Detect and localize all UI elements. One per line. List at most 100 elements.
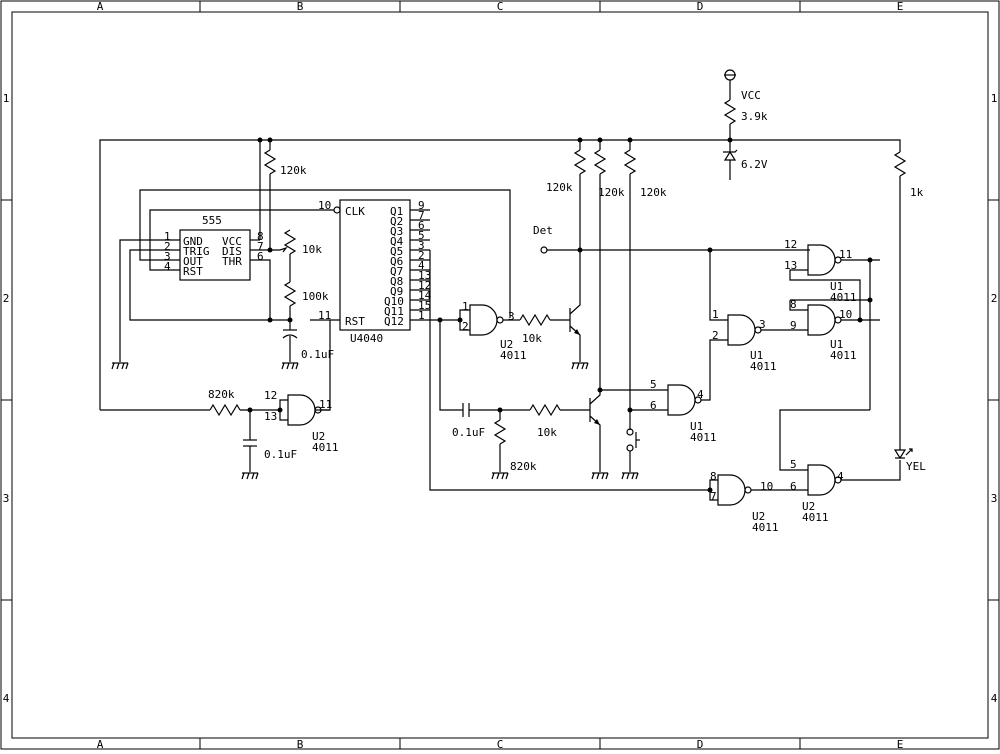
col-label-top: B (297, 0, 304, 13)
ground-icon (571, 362, 589, 370)
gate-pin: 4 (837, 470, 844, 483)
nand-gate-icon (717, 474, 746, 506)
counter-output: Q6 (390, 255, 403, 268)
row-label-right: 1 (991, 92, 998, 105)
row-label-right: 3 (991, 492, 998, 505)
counter-output: Q11 (384, 305, 404, 318)
counter-pin: 15 (418, 299, 431, 312)
counter-pin: 1 (418, 309, 425, 322)
nand-gate-icon (807, 244, 836, 276)
counter-output: Q9 (390, 285, 403, 298)
nand-gate-icon (727, 314, 756, 346)
counter-output: Q12 (384, 315, 404, 328)
led-resistor-label: 1k (910, 186, 924, 199)
latch-gate-u1-4: 5 6 4 U1 4011 (600, 339, 728, 444)
row-label-left: 4 (3, 692, 10, 705)
gate-pin: 5 (790, 458, 797, 471)
row-label-left: 3 (3, 492, 10, 505)
counter-output: Q8 (390, 275, 403, 288)
gate-pin: 13 (784, 259, 797, 272)
gate-ic: 4011 (750, 360, 777, 373)
resistor-3.9k-icon (723, 99, 737, 125)
led-yellow-icon (893, 449, 907, 460)
gate-ic: 4011 (500, 349, 527, 362)
counter-output: Q1 (390, 205, 403, 218)
gate-pin: 9 (790, 319, 797, 332)
gate-ic: 4011 (312, 441, 339, 454)
gate-ic: 4011 (690, 431, 717, 444)
counter-output: Q7 (390, 265, 403, 278)
switch-contact-icon (626, 444, 634, 452)
ground-icon (621, 472, 639, 480)
timer-555-title: 555 (202, 214, 222, 227)
driver-stage-2: 0.1uF 820k 10k (452, 387, 609, 480)
row-label-right: 2 (991, 292, 998, 305)
det-terminal-icon[interactable] (540, 246, 548, 254)
gate-pin: 11 (839, 248, 852, 261)
reset-network: 820k 0.1uF 12 13 11 U2 4011 (100, 388, 339, 480)
base-resistor-label: 10k (537, 426, 557, 439)
gate-unit: U2 (752, 510, 765, 523)
timer-r-thr-label: 100k (302, 290, 329, 303)
gate-pin: 3 (759, 318, 766, 331)
counter-clk-pin: 10 (318, 199, 331, 212)
row-label-left: 2 (3, 292, 10, 305)
gate-u2-10: 8 7 10 U2 4011 (707, 470, 808, 534)
pin-number: 6 (257, 250, 264, 263)
row-label-left: 1 (3, 92, 10, 105)
gate-pin: 8 (710, 470, 717, 483)
gate-ic: 4011 (830, 291, 857, 304)
gate-pin: 2 (462, 320, 469, 333)
counter-pin: 3 (418, 239, 425, 252)
gate-unit: U2 (802, 500, 815, 513)
gate-unit: U1 (750, 349, 763, 362)
reset-resistor-label: 820k (208, 388, 235, 401)
ground-icon (111, 362, 129, 370)
ground-icon (241, 472, 259, 480)
row-label-right: 4 (991, 692, 998, 705)
pin-number: 2 (164, 240, 171, 253)
col-label-top: C (497, 0, 504, 13)
counter-rst-label: RST (345, 315, 365, 328)
col-label-top: E (897, 0, 904, 13)
row-ticks (1, 199, 999, 601)
col-label-bottom: A (97, 738, 104, 750)
gate-unit: U1 (830, 338, 843, 351)
gate-pin: 10 (760, 480, 773, 493)
led-label: YEL (906, 460, 926, 473)
gate-ic: 4011 (752, 521, 779, 534)
gate-unit: U1 (690, 420, 703, 433)
counter-pin: 4 (418, 259, 425, 272)
gate-pin: 2 (712, 329, 719, 342)
gate-pin: 12 (784, 238, 797, 251)
col-label-bottom: D (697, 738, 704, 750)
counter-output: Q5 (390, 245, 403, 258)
gate-pin: 1 (712, 308, 719, 321)
pin-number: 4 (164, 260, 171, 273)
col-label-bottom: B (297, 738, 304, 750)
pullup-label: 120k (598, 186, 625, 199)
resistor-120k-icon (573, 149, 587, 175)
gate-pin: 11 (319, 398, 332, 411)
gate-unit: U2 (312, 430, 325, 443)
nand-gate-icon (807, 464, 836, 496)
timer-555: 555 GND TRIG OUT RST VCC DIS THR 1 2 3 4… (119, 140, 511, 362)
resistor-120k-icon (623, 149, 637, 175)
pin-label-gnd: GND (183, 235, 203, 248)
gate-pin: 5 (650, 378, 657, 391)
gate-pin: 13 (264, 410, 277, 423)
vcc-label: VCC (741, 89, 761, 102)
det-label: Det (533, 224, 553, 237)
inner-border (11, 11, 989, 739)
gate-pin: 6 (650, 399, 657, 412)
counter-output: Q2 (390, 215, 403, 228)
pin-label-vcc: VCC (222, 235, 242, 248)
push-button (621, 407, 640, 480)
gate-pin: 6 (790, 480, 797, 493)
pin-label-out: OUT (183, 255, 203, 268)
resistor-120k-icon (263, 149, 277, 175)
column-labels: A B C D E A B C D E (97, 0, 904, 751)
resistor-120k-icon (593, 149, 607, 175)
counter-clk-label: CLK (345, 205, 365, 218)
counter-pin: 13 (418, 269, 431, 282)
